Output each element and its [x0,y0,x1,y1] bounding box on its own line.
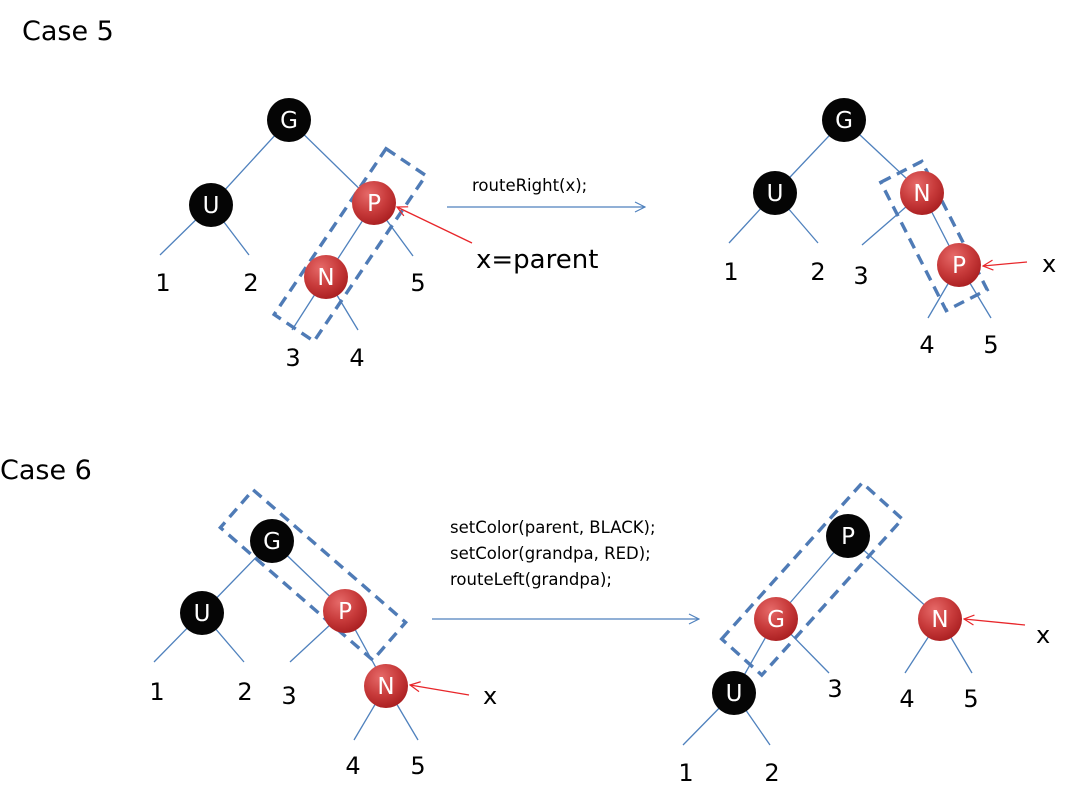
case5-after-subtree-4: 4 [919,331,934,359]
case5-before-pointer-label: x=parent [476,245,598,275]
case5-before-subtree-4: 4 [349,344,364,372]
case5-before-subtree-3: 3 [285,344,300,372]
svg-text:P: P [841,524,855,550]
svg-text:N: N [317,265,334,291]
svg-text:G: G [280,108,298,134]
case6-after-pointer-arrow [964,619,1026,626]
case6-operation: setColor(parent, BLACK); setColor(grandp… [432,518,699,619]
case5-after-pointer-arrow [983,262,1028,266]
case6-section: Case 6 G U P [0,455,1050,787]
case5-before-node-p: P [352,181,396,225]
svg-text:P: P [338,599,352,625]
svg-text:G: G [835,108,853,134]
case5-before-node-n: N [304,255,348,299]
case6-before-node-g: G [250,519,294,563]
case5-after-node-g: G [822,98,866,142]
case5-before-pointer-arrow [397,207,473,244]
case6-operation-line-2: setColor(grandpa, RED); [450,544,651,563]
case5-after-node-u: U [753,171,797,215]
case6-before-node-p: P [323,589,367,633]
case5-operation-line-1: routeRight(x); [472,176,587,195]
case5-after-node-p: P [937,243,981,287]
svg-text:G: G [263,529,281,555]
case5-section: Case 5 G U P [22,16,1056,372]
case6-title: Case 6 [0,455,92,486]
case6-after-tree: P G N U 1 2 3 4 5 x [678,480,1050,787]
case6-before-subtree-4: 4 [345,752,360,780]
case5-after-subtree-5: 5 [983,331,998,359]
case6-before-subtree-2: 2 [237,678,252,706]
case5-before-subtree-5: 5 [410,269,425,297]
case5-operation: routeRight(x); [447,176,645,207]
case6-before-selection-box [217,487,409,663]
case6-before-node-n: N [364,664,408,708]
svg-text:P: P [952,253,966,279]
svg-text:P: P [367,191,381,217]
case6-after-pointer-label: x [1036,621,1050,649]
case5-before-node-u: U [189,183,233,227]
case5-before-node-g: G [267,98,311,142]
case6-before-tree: G U P N 1 2 3 4 5 x [149,487,497,780]
case6-before-subtree-1: 1 [149,678,164,706]
case6-before-node-u: U [180,591,224,635]
svg-text:N: N [913,181,930,207]
case5-before-subtree-1: 1 [155,269,170,297]
case6-after-subtree-1: 1 [678,759,693,787]
case6-after-selection-box [719,480,905,678]
svg-text:U: U [767,181,784,207]
case6-before-pointer-arrow [410,685,470,696]
svg-text:G: G [767,607,785,633]
case6-before-pointer-label: x [483,682,497,710]
svg-text:U: U [203,193,220,219]
case6-after-subtree-5: 5 [963,685,978,713]
case6-after-node-u: U [712,671,756,715]
case6-operation-line-3: routeLeft(grandpa); [450,570,612,589]
case6-operation-line-1: setColor(parent, BLACK); [450,518,656,537]
case6-before-subtree-5: 5 [410,752,425,780]
svg-text:U: U [726,681,743,707]
case5-after-subtree-3: 3 [853,262,868,290]
case6-after-node-p: P [826,514,870,558]
case5-title: Case 5 [22,16,114,47]
case6-after-subtree-4: 4 [899,685,914,713]
case6-after-node-n: N [918,597,962,641]
case5-after-selection-box [878,159,990,313]
svg-text:N: N [377,674,394,700]
case5-before-selection-box [271,146,429,344]
svg-text:U: U [194,601,211,627]
case6-after-node-g: G [754,597,798,641]
case5-after-subtree-1: 1 [723,258,738,286]
case5-before-subtree-2: 2 [243,269,258,297]
case5-after-node-n: N [900,171,944,215]
case5-before-tree: G U P N 1 2 5 3 4 x=parent [155,98,598,372]
case6-before-subtree-3: 3 [281,682,296,710]
svg-text:N: N [931,607,948,633]
case5-after-pointer-label: x [1042,250,1056,278]
case5-after-tree: G U N P 1 2 3 4 5 x [723,98,1056,359]
case6-after-subtree-2: 2 [764,759,779,787]
case5-after-subtree-2: 2 [810,258,825,286]
case6-after-subtree-3: 3 [827,675,842,703]
